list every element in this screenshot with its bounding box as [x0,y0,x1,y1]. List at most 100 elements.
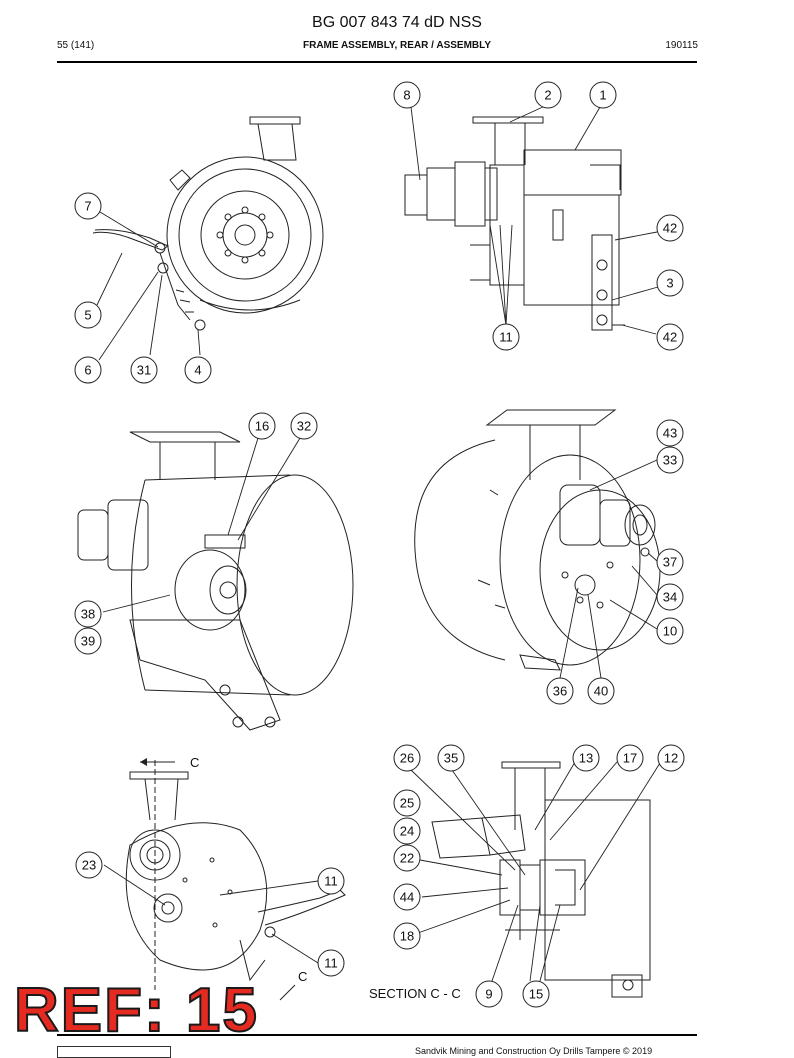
svg-text:C: C [298,969,307,984]
callout-32: 32 [290,412,318,440]
revision-code: 190115 [665,40,698,51]
footer-rule [57,1034,697,1036]
callout-circle [290,412,318,440]
callout-circle [656,617,684,645]
callout-11: 11 [317,867,345,895]
callout-number: 32 [297,419,311,434]
callout-34: 34 [656,583,684,611]
callout-circle [656,323,684,351]
view-side [404,116,625,331]
sandvik-logo [57,1046,171,1058]
callout-circle [656,446,684,474]
callout-circle [74,600,102,628]
callout-number: 37 [663,555,677,570]
callout-44: 44 [393,883,421,911]
callout-number: 11 [324,874,338,889]
callout-circle [656,214,684,242]
callout-number: 2 [544,88,551,103]
callout-number: 11 [324,956,338,971]
callout-43: 43 [656,419,684,447]
callout-number: 18 [400,929,414,944]
callout-circle [572,744,600,772]
callout-circle [184,356,212,384]
callout-circle [656,548,684,576]
callout-number: 35 [444,751,458,766]
callout-number: 34 [663,590,677,605]
section-label: SECTION C - C [369,986,461,1001]
callout-18: 18 [393,922,421,950]
section-marker-c: C C SECTION C - C [140,755,461,1001]
svg-text:C: C [190,755,199,770]
callout-8: 8 [393,81,421,109]
callout-circle [475,980,503,1008]
callout-40: 40 [587,677,615,705]
callout-number: 15 [529,987,543,1002]
callout-9: 9 [475,980,503,1008]
callout-number: 13 [579,751,593,766]
callout-circle [492,323,520,351]
callout-number: 44 [400,890,414,905]
callout-number: 23 [82,858,96,873]
callout-number: 7 [84,199,91,214]
callout-number: 31 [137,363,151,378]
callout-number: 1 [599,88,606,103]
leader-lines [96,105,661,982]
callout-number: 39 [81,634,95,649]
callout-circle [74,356,102,384]
view-rear-section-marks [125,760,346,990]
callout-number: 12 [664,751,678,766]
callout-12: 12 [657,744,685,772]
callout-number: 5 [84,308,91,323]
callout-circle [656,419,684,447]
callout-circle [74,627,102,655]
callout-4: 4 [184,356,212,384]
callout-number: 8 [403,88,410,103]
callout-11: 11 [492,323,520,351]
callout-36: 36 [546,677,574,705]
callout-circle [317,867,345,895]
callout-22: 22 [393,844,421,872]
callout-number: 4 [194,363,201,378]
callout-35: 35 [437,744,465,772]
callout-38: 38 [74,600,102,628]
callout-3: 3 [656,269,684,297]
callout-6: 6 [74,356,102,384]
callout-number: 25 [400,796,414,811]
callout-circle [437,744,465,772]
callout-number: 38 [81,607,95,622]
callout-17: 17 [616,744,644,772]
callout-circle [248,412,276,440]
ref-stamp: REF: 15 [13,976,259,1045]
callout-number: 17 [623,751,637,766]
callout-circle [656,583,684,611]
callout-circle [534,81,562,109]
callout-16: 16 [248,412,276,440]
callout-2: 2 [534,81,562,109]
page-title: FRAME ASSEMBLY, REAR / ASSEMBLY [303,40,491,51]
header-rule [57,61,697,63]
view-rear-drum [92,116,324,331]
callout-31: 31 [130,356,158,384]
callout-10: 10 [656,617,684,645]
callout-number: 33 [663,453,677,468]
callout-circle [393,81,421,109]
callout-number: 42 [663,221,677,236]
callout-circle [393,817,421,845]
callout-37: 37 [656,548,684,576]
callout-circle [393,744,421,772]
callout-circle [589,81,617,109]
document-number: BG 007 843 74 dD NSS [312,14,482,31]
callout-15: 15 [522,980,550,1008]
callout-23: 23 [75,851,103,879]
callout-7: 7 [74,192,102,220]
callout-number: 40 [594,684,608,699]
page-number: 55 (141) [57,40,95,51]
callout-number: 24 [400,824,414,839]
callout-26: 26 [393,744,421,772]
callout-circle [657,744,685,772]
callout-number: 43 [663,426,677,441]
callout-42: 42 [656,214,684,242]
footer-copyright: Sandvik Mining and Construction Oy Drill… [415,1046,653,1056]
callout-circle [75,851,103,879]
